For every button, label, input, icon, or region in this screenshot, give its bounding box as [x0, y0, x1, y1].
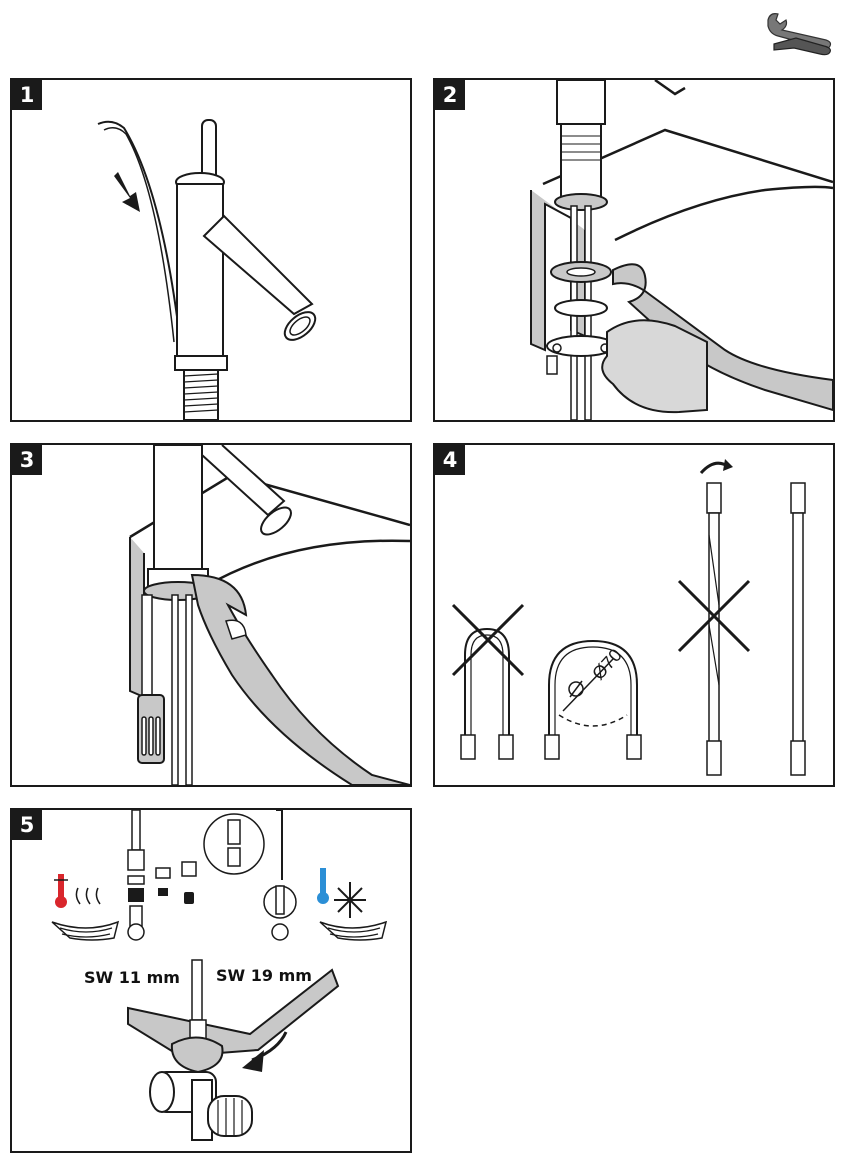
- step-number: 3: [12, 445, 42, 475]
- step-5-panel: 5: [10, 808, 412, 1153]
- faucet-insert-illustration: [97, 119, 317, 420]
- hot-water-icon: [51, 874, 120, 941]
- wrench-size-11-label: SW 11 mm: [84, 968, 180, 987]
- tightening-illustration: [129, 445, 410, 785]
- step-4-panel: 4 Ø70: [433, 443, 835, 787]
- angle-valve-connection-illustration: [51, 810, 388, 1141]
- step-1-panel: 1: [10, 78, 412, 422]
- hose-bending-illustration: Ø70: [451, 459, 806, 776]
- step-number: 1: [12, 80, 42, 110]
- bend-diameter-label: Ø70: [588, 645, 626, 684]
- step-number: 2: [435, 80, 465, 110]
- cold-water-icon: [317, 868, 388, 941]
- wrench-screwdriver-icon: [762, 8, 834, 62]
- mounting-set-illustration: [530, 80, 833, 420]
- step-number: 5: [12, 810, 42, 840]
- step-number: 4: [435, 445, 465, 475]
- wrench-size-19-label: SW 19 mm: [216, 966, 312, 985]
- step-2-panel: 2: [433, 78, 835, 422]
- step-3-panel: 3: [10, 443, 412, 787]
